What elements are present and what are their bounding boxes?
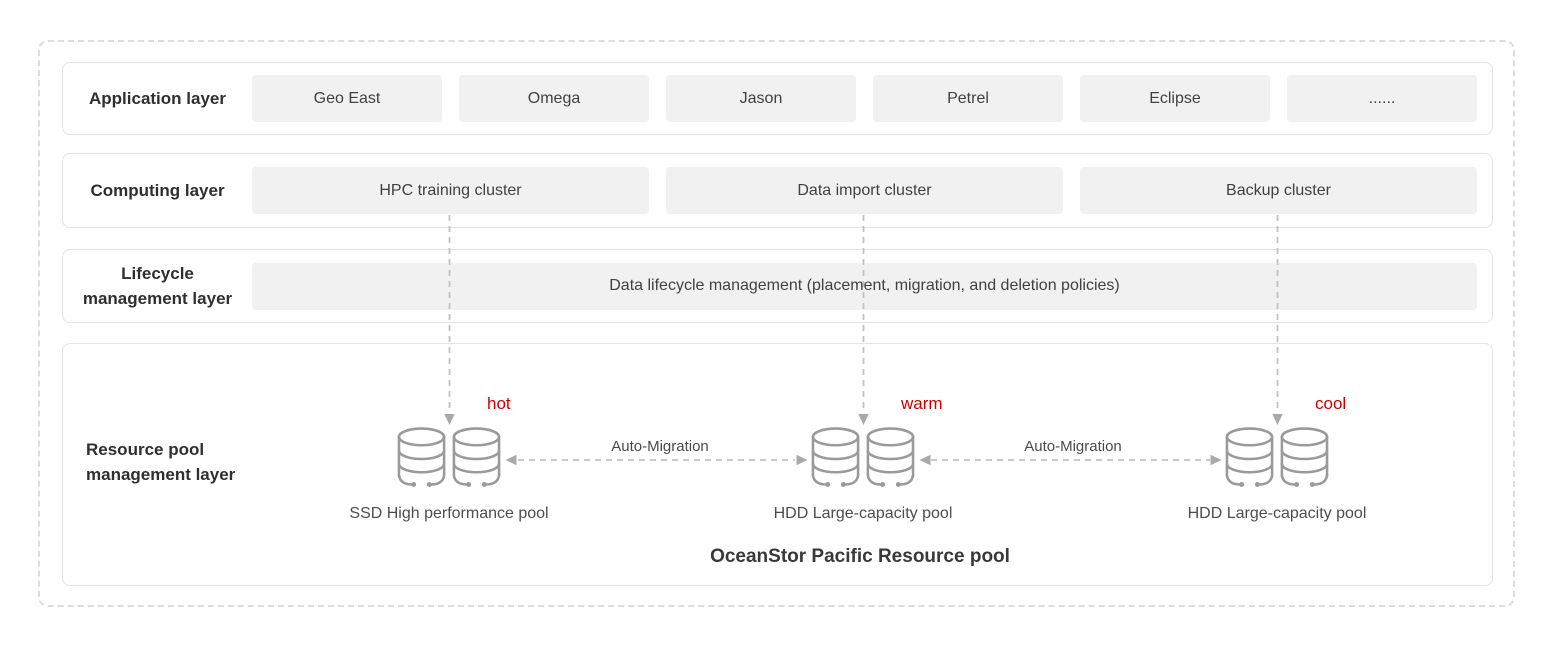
- diagram-outer-border: [38, 40, 1515, 607]
- temperature-label-cool: cool: [1315, 394, 1347, 413]
- lifecycle-policy-bar: Data lifecycle management (placement, mi…: [252, 262, 1477, 310]
- auto-migration-label: Auto-Migration: [1024, 438, 1122, 455]
- temperature-label-warm: warm: [901, 394, 943, 413]
- cylinder-left: [811, 427, 860, 487]
- layer-label-text: Lifecycle management layer: [82, 264, 233, 308]
- application-layer-label: Application layer: [63, 63, 252, 134]
- computing-item-backup: Backup cluster: [1080, 167, 1477, 214]
- pool-name-ssd: SSD High performance pool: [349, 505, 549, 522]
- computing-layer-label: Computing layer: [63, 154, 252, 227]
- cylinder-right: [1280, 427, 1329, 487]
- layer-label-text: Computing layer: [90, 181, 225, 200]
- lifecycle-layer-label: Lifecycle management layer: [63, 250, 252, 322]
- storage-pool-icon: [1225, 427, 1329, 487]
- application-item-ellipsis: ......: [1287, 75, 1477, 122]
- auto-migration-label: Auto-Migration: [611, 438, 709, 455]
- application-item: Omega: [459, 75, 649, 122]
- lifecycle-layer: Lifecycle management layer Data lifecycl…: [62, 249, 1493, 323]
- computing-items: HPC training cluster Data import cluster…: [252, 154, 1477, 227]
- temperature-label-hot: hot: [487, 394, 511, 413]
- lifecycle-items: Data lifecycle management (placement, mi…: [252, 250, 1477, 322]
- resource-pool-layer-label: Resource pool management layer: [86, 440, 236, 484]
- application-item: Jason: [666, 75, 856, 122]
- storage-pool-icon: [397, 427, 501, 487]
- cylinder-right: [866, 427, 915, 487]
- pool-name-hdd-cool: HDD Large-capacity pool: [1187, 505, 1367, 522]
- application-items: Geo East Omega Jason Petrel Eclipse ....…: [252, 63, 1477, 134]
- resource-pool-title: OceanStor Pacific Resource pool: [710, 546, 1010, 567]
- computing-item-hpc: HPC training cluster: [252, 167, 649, 214]
- cylinder-left: [397, 427, 446, 487]
- application-item: Petrel: [873, 75, 1063, 122]
- application-layer: Application layer Geo East Omega Jason P…: [62, 62, 1493, 135]
- cylinder-left: [1225, 427, 1274, 487]
- application-item: Geo East: [252, 75, 442, 122]
- application-item: Eclipse: [1080, 75, 1270, 122]
- storage-pool-icon: [811, 427, 915, 487]
- computing-layer: Computing layer HPC training cluster Dat…: [62, 153, 1493, 228]
- layer-label-text: Application layer: [89, 89, 226, 108]
- pool-name-hdd-warm: HDD Large-capacity pool: [773, 505, 953, 522]
- cylinder-right: [452, 427, 501, 487]
- resource-pool-layer: [62, 343, 1493, 586]
- computing-item-import: Data import cluster: [666, 167, 1063, 214]
